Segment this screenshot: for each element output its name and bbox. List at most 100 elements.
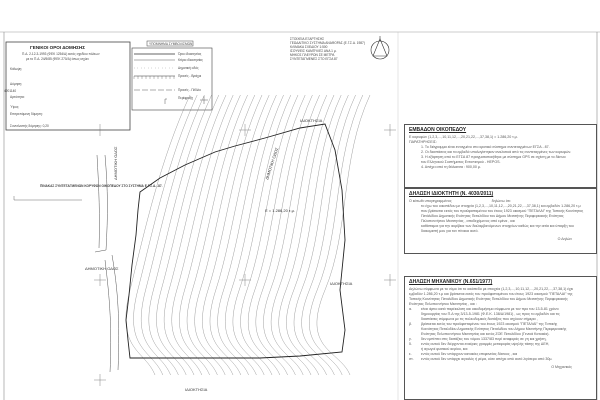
general-terms-line: Δόμηση: <box>10 82 22 86</box>
engineer-declaration-panel: ΔΗΛΩΣΗ ΜΗΧΑΝΙΚΟΥ (Ν.651/1977) Δηλώνω σύμ… <box>404 276 597 400</box>
engineer-line: Τοπικής Κοινότητας Πεταλιδίου Δημοτικής … <box>409 297 568 301</box>
engineer-item-text: δημιουργίας του Π.Δ της 3/13-5-1981 (Φ.Ε… <box>421 312 560 316</box>
contour-line <box>141 94 205 376</box>
contour-line <box>171 94 234 376</box>
label-ownership-east: ΙΔΙΟΚΤΗΣΙΑ <box>330 281 353 286</box>
contour-line <box>278 94 335 376</box>
engineer-item-mark: ε. <box>409 352 412 356</box>
engineer-item-mark: στ. <box>409 357 414 361</box>
contour-line <box>209 94 270 376</box>
grid-cross <box>239 274 251 286</box>
general-terms-line: Ύψος: <box>10 105 19 109</box>
engineer-item: ή αγωγοί φυσικού αερίου, και <box>409 347 592 352</box>
legend-title: ΥΠΟΜΝΗΜΑ ΣΥΜΒΟΛΙΣΜΩΝ <box>149 42 193 46</box>
legend-item: Πρανές - Πέδιλο <box>178 88 201 92</box>
note: 4. Απέχει από τη θάλασσα : 900,00 μ. <box>421 165 481 169</box>
grid-cross <box>384 274 396 286</box>
grid-cross <box>94 274 106 286</box>
legend-item: Πρανές - Βράχοι <box>178 74 201 78</box>
contour-line <box>255 94 313 376</box>
engineer-item: ε.εντός αυτού δεν υπάρχουν κατοικίες επι… <box>409 352 592 357</box>
contour-line <box>194 94 255 376</box>
contour-line <box>270 94 327 376</box>
engineer-item-text: βρίσκεται εκτός του προϋφισταμένου του έ… <box>421 322 558 326</box>
note: 3. Η εξάρτηση από το ΕΓΣΑ 87 πραγματοποι… <box>421 155 566 159</box>
engineer-item-text: ή αγωγοί φυσικού αερίου, και <box>421 347 468 351</box>
contour-line <box>286 94 342 376</box>
grid-cross <box>384 124 396 136</box>
area-value: Ε κορυφών (1,2,3,...,10,11,12,...,20,21,… <box>409 135 518 139</box>
legend-item: Περίφραξη <box>178 96 193 100</box>
label-municipal-road-upper: ΔΗΜΟΤΙΚΗ ΟΔΟΣ <box>264 146 279 180</box>
general-terms-line: Π.Δ. 2-12-3-1993 (ΦΕΚ 1254/Δ) εκτός σχεδ… <box>22 52 100 56</box>
contour-line <box>202 94 263 376</box>
contour-line <box>133 94 198 376</box>
coordinates-table-title: ΠΙΝΑΚΑΣ ΣΥΝΤΕΤΑΓΜΕΝΩΝ ΚΟΡΥΦΩΝ ΟΙΚΟΠΕΔΟΥ … <box>40 184 163 188</box>
grid-cross <box>94 374 106 386</box>
owner-signature: Ο Δηλών <box>557 237 572 241</box>
contour-line <box>225 94 284 376</box>
engineer-item-text: δεν εμπίπτει στις διατάξεις του νόμου 13… <box>421 337 547 341</box>
engineer-items: α. είναι άρτιο κατά παρέκκλιση και οικοδο… <box>409 307 592 362</box>
legend-box: ΥΠΟΜΝΗΜΑ ΣΥΜΒΟΛΙΣΜΩΝ Όριο ιδιοκτησίας Κτ… <box>131 40 213 111</box>
general-terms-line: Αρτιότητα: <box>10 95 25 99</box>
contour-line <box>187 94 248 376</box>
coordinates-table-bracket <box>13 196 82 201</box>
legend-item: Δημοτική οδός <box>178 66 199 70</box>
grid-crosses <box>94 124 396 386</box>
engineer-item: διαστάσεις σύμφωνα με τις πολεοδομικές δ… <box>409 317 592 322</box>
general-terms-line: Συντελεστής δόμησης: 0,20 <box>10 124 49 128</box>
contour-line <box>248 94 306 376</box>
engineer-item-text: εντός αυτού δεν υπάρχει αιγιαλός ή ρέμα,… <box>421 357 553 361</box>
label-municipal-road-west: ΔΗΜΟΤΙΚΗ ΟΔΟΣ <box>85 266 119 271</box>
contour-line <box>316 94 371 376</box>
info-block: ΣΤΟΙΧΕΙΑ ΕΞΑΡΤΗΣΗΣ ΓΕΩΔΑΙΤΙΚΟ ΣΥΣΤΗΜΑ ΑΝ… <box>290 37 365 61</box>
engineer-item-text: Κοινότητας Πεταλιδίου Δημοτικής Ενότητας… <box>421 327 567 331</box>
engineer-item: στ. εντός αυτού δεν υπάρχει αιγιαλός ή ρέ… <box>409 357 592 362</box>
owner-intro: Ο κάτωθι υπογεγραμμένος <box>409 199 452 203</box>
note: 1. Το διάγραμμα είναι ενταγμένο στο κρατ… <box>421 145 550 149</box>
owner-declare: δηλώνω ότι: <box>491 199 511 203</box>
grid-cross <box>94 124 106 136</box>
legend-item: Κτίριο ιδιοκτησίας <box>178 58 203 62</box>
engineer-item-mark: δ. <box>409 342 412 346</box>
engineer-item: α. είναι άρτιο κατά παρέκκλιση και οικοδο… <box>409 307 592 312</box>
contour-line <box>125 94 191 376</box>
engineer-item: δ.εντός αυτού δεν διέρχονται εναέριες γρ… <box>409 342 592 347</box>
engineer-signature: Ο Μηχανικός <box>551 365 572 369</box>
contour-line <box>156 94 219 376</box>
contour-line <box>217 94 277 376</box>
area-panel-title: ΕΜΒΑΔΟΝ ΟΙΚΟΠΕΔΟΥ <box>409 127 467 133</box>
owner-line: Πετάλιδίου Δημοτικής Ενότητας Πεταλιδίου… <box>421 214 564 218</box>
label-ownership-north: ΙΔΙΟΚΤΗΣΙΑ <box>300 118 323 123</box>
engineer-item-text: διαστάσεις σύμφωνα με τις πολεοδομικές δ… <box>421 317 538 321</box>
engineer-line: εμβαδόν 1.286,20 τ.μ και βρίσκεται εκτός… <box>409 292 573 296</box>
owner-line: διακομιστή μου για τον πίνακα αυτό. <box>421 229 479 233</box>
notes-title: ΠΑΡΑΤΗΡΗΣΕΙΣ: <box>409 140 437 144</box>
area-label: Ε = 1.286,20 τ.μ. <box>265 208 295 213</box>
owner-declaration-title: ΔΗΛΩΣΗ ΙΔΙΟΚΤΗΤΗ (Ν. 4030/2011) <box>409 191 494 197</box>
contour-line <box>301 94 356 376</box>
engineer-item: β. βρίσκεται εκτός του προϋφισταμένου του… <box>409 322 592 327</box>
info-line: ΓΕΩΔΑΙΤΙΚΟ ΣΥΣΤΗΜΑ ΑΝΑΦΟΡΑΣ (Ε.Γ.Σ.Α. 19… <box>290 41 365 45</box>
engineer-item-mark: γ. <box>409 337 412 341</box>
contour-line <box>309 94 363 376</box>
general-terms-line: Επιτρεπόμενη δόμηση: <box>10 112 43 116</box>
engineer-declaration-title: ΔΗΛΩΣΗ ΜΗΧΑΝΙΚΟΥ (Ν.651/1977) <box>409 279 493 285</box>
info-line: ΚΛΙΜΑΚΑ ΣΧΕΔΙΟΥ 1:500 <box>290 45 328 49</box>
contour-line <box>293 94 349 376</box>
general-terms-box: ΓΕΝΙΚΟΙ ΟΡΟΙ ΔΟΜΗΣΗΣ Π.Δ. 2-12-3-1993 (Φ… <box>4 41 131 131</box>
coordinate-tick-label: 4201140 <box>4 89 16 93</box>
contour-line <box>232 94 291 376</box>
north-arrow-icon <box>370 36 390 60</box>
engineer-item-text: είναι άρτιο κατά παρέκκλιση και οικοδομή… <box>421 307 559 311</box>
contour-line <box>148 94 212 376</box>
engineer-item-mark: β. <box>409 322 413 326</box>
engineer-item: Κοινότητας Πεταλιδίου Δημοτικής Ενότητας… <box>409 327 592 332</box>
info-line: ΙΣΟΥΨΕΙΣ ΚΑΜΠΥΛΕΣ ΑΝΑ 1 μ. <box>290 49 337 53</box>
owner-line: Πελοποννήσου Μεσσηνίας , αποδεχόμενος απ… <box>421 219 515 223</box>
engineer-item-mark: α. <box>409 307 413 311</box>
engineer-item: Ενότητας Πελοποννήσου Μεσσηνίας και εκτό… <box>409 332 592 337</box>
engineer-line: Ενότητας Πελοποννήσου Μεσσηνίας , και : <box>409 302 477 306</box>
engineer-item: δημιουργίας του Π.Δ της 3/13-5-1981 (Φ.Ε… <box>409 312 592 317</box>
